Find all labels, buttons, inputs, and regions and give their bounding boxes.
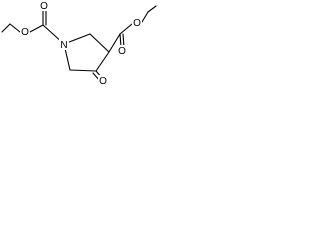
bond-left-ch2-ch3 [1, 23, 11, 33]
bond-c4-c5 [69, 69, 97, 72]
atom-right-carbonyl-oxygen: O [118, 46, 126, 57]
molecule-diagram: N O O O O O [1, 0, 157, 86]
bond-c3-ester-c [108, 33, 121, 53]
bond-ester-c-o-double-b [122, 33, 125, 48]
atom-ring-nitrogen: N [60, 40, 67, 51]
atom-ketone-oxygen: O [99, 76, 107, 86]
bond-lines [1, 5, 157, 82]
bond-left-o-ch2 [9, 23, 21, 33]
bond-right-ch2-ch3 [147, 5, 157, 13]
bond-c3-c4 [95, 51, 110, 72]
atom-right-ether-oxygen: O [133, 18, 141, 29]
atom-labels: N O O O O O [20, 0, 142, 86]
bond-carbamate-c-o-single [29, 24, 44, 33]
bond-ester-c-o-double-a [119, 33, 122, 48]
atom-left-carbonyl-oxygen: O [40, 1, 48, 12]
bond-right-o-ch2 [141, 11, 149, 23]
atom-left-ether-oxygen: O [21, 27, 29, 38]
bond-ester-c-o-single [119, 23, 133, 35]
bond-c2-c3 [89, 33, 110, 53]
